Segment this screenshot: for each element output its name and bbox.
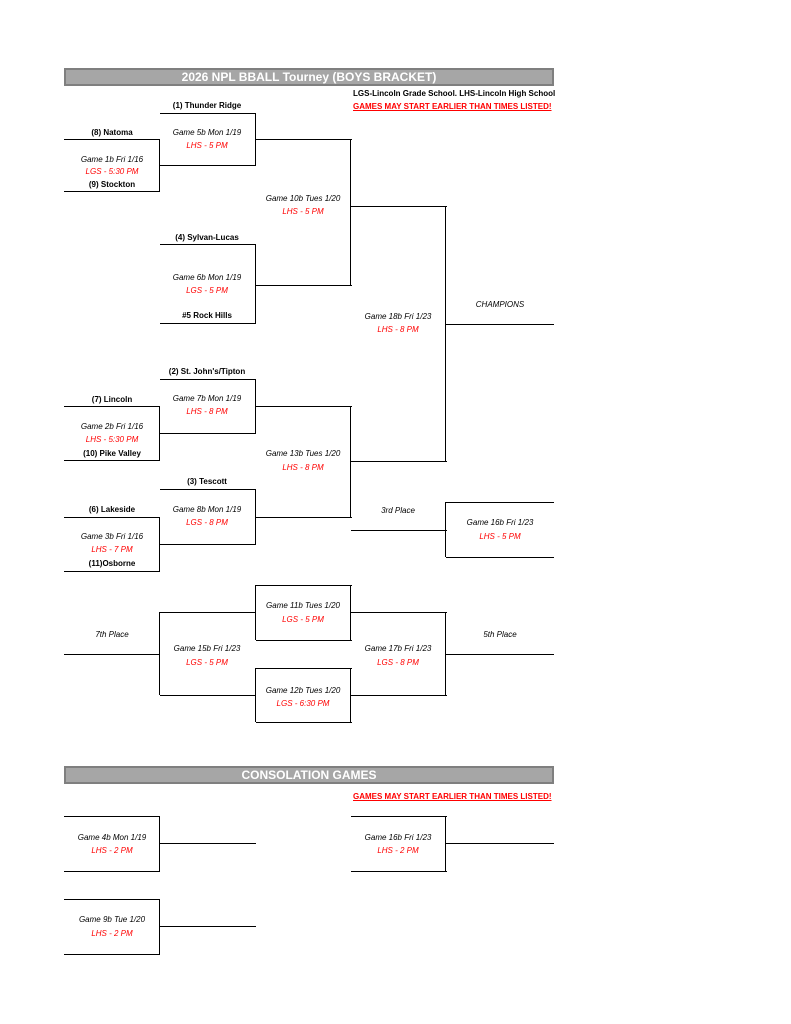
game-1b-label: Game 1b Fri 1/16 xyxy=(80,155,144,164)
consolation-title: CONSOLATION GAMES xyxy=(64,766,554,784)
team-tescott: (3) Tescott xyxy=(187,477,227,486)
team-sylvan-lucas: (4) Sylvan-Lucas xyxy=(175,233,239,242)
game-2b-label: Game 2b Fri 1/16 xyxy=(80,422,144,431)
game-13b-time: LHS - 8 PM xyxy=(282,463,324,472)
third-place-label: 3rd Place xyxy=(381,506,415,515)
team-osborne: (11)Osborne xyxy=(88,559,136,568)
seventh-place-label: 7th Place xyxy=(95,630,129,639)
team-thunder-ridge: (1) Thunder Ridge xyxy=(172,101,242,110)
game-7b-time: LHS - 8 PM xyxy=(186,407,228,416)
game-10b-label: Game 10b Tues 1/20 xyxy=(265,194,341,203)
consolation-warning: GAMES MAY START EARLIER THAN TIMES LISTE… xyxy=(353,792,552,801)
game-6b-label: Game 6b Mon 1/19 xyxy=(172,273,242,282)
team-lincoln: (7) Lincoln xyxy=(91,395,133,404)
game-11b-label: Game 11b Tues 1/20 xyxy=(266,601,340,610)
warning-text: GAMES MAY START EARLIER THAN TIMES LISTE… xyxy=(353,102,552,111)
game-7b-label: Game 7b Mon 1/19 xyxy=(172,394,242,403)
game-6b-time: LGS - 5 PM xyxy=(186,286,228,295)
game-3b-time: LHS - 7 PM xyxy=(91,545,133,554)
champions-label: CHAMPIONS xyxy=(475,300,525,309)
game-2b-time: LHS - 5:30 PM xyxy=(85,435,139,444)
team-pike-valley: (10) Pike Valley xyxy=(83,449,141,458)
game-16b-third-label: Game 16b Fri 1/23 xyxy=(466,518,534,527)
game-16b-consolation-time: LHS - 2 PM xyxy=(377,846,419,855)
game-5b-label: Game 5b Mon 1/19 xyxy=(172,128,242,137)
game-1b-time: LGS - 5:30 PM xyxy=(85,167,139,176)
game-16b-third-time: LHS - 5 PM xyxy=(479,532,521,541)
game-17b-time: LGS - 8 PM xyxy=(377,658,419,667)
game-8b-label: Game 8b Mon 1/19 xyxy=(172,505,242,514)
game-17b-label: Game 17b Fri 1/23 xyxy=(364,644,432,653)
school-legend: LGS-Lincoln Grade School. LHS-Lincoln Hi… xyxy=(353,89,556,98)
game-9b-label: Game 9b Tue 1/20 xyxy=(78,915,146,924)
game-12b-label: Game 12b Tues 1/20 xyxy=(265,686,341,695)
team-rock-hills: #5 Rock Hills xyxy=(182,311,232,320)
fifth-place-label: 5th Place xyxy=(483,630,517,639)
game-15b-label: Game 15b Fri 1/23 xyxy=(173,644,241,653)
game-3b-label: Game 3b Fri 1/16 xyxy=(80,532,144,541)
bracket-title: 2026 NPL BBALL Tourney (BOYS BRACKET) xyxy=(64,68,554,86)
game-16b-consolation-label: Game 16b Fri 1/23 xyxy=(364,833,432,842)
game-4b-label: Game 4b Mon 1/19 xyxy=(77,833,147,842)
game-10b-time: LHS - 5 PM xyxy=(282,207,324,216)
game-13b-label: Game 13b Tues 1/20 xyxy=(265,449,341,458)
game-9b-time: LHS - 2 PM xyxy=(91,929,133,938)
game-4b-time: LHS - 2 PM xyxy=(91,846,133,855)
game-5b-time: LHS - 5 PM xyxy=(186,141,228,150)
game-18b-time: LHS - 8 PM xyxy=(377,325,419,334)
team-st-johns-tipton: (2) St. John's/Tipton xyxy=(168,367,246,376)
team-stockton: (9) Stockton xyxy=(88,180,136,189)
game-8b-time: LGS - 8 PM xyxy=(186,518,228,527)
team-lakeside: (6) Lakeside xyxy=(88,505,136,514)
game-15b-time: LGS - 5 PM xyxy=(186,658,228,667)
team-natoma: (8) Natoma xyxy=(91,128,133,137)
game-12b-time: LGS - 6:30 PM xyxy=(276,699,330,708)
game-11b-time: LGS - 5 PM xyxy=(282,615,324,624)
game-18b-label: Game 18b Fri 1/23 xyxy=(364,312,432,321)
